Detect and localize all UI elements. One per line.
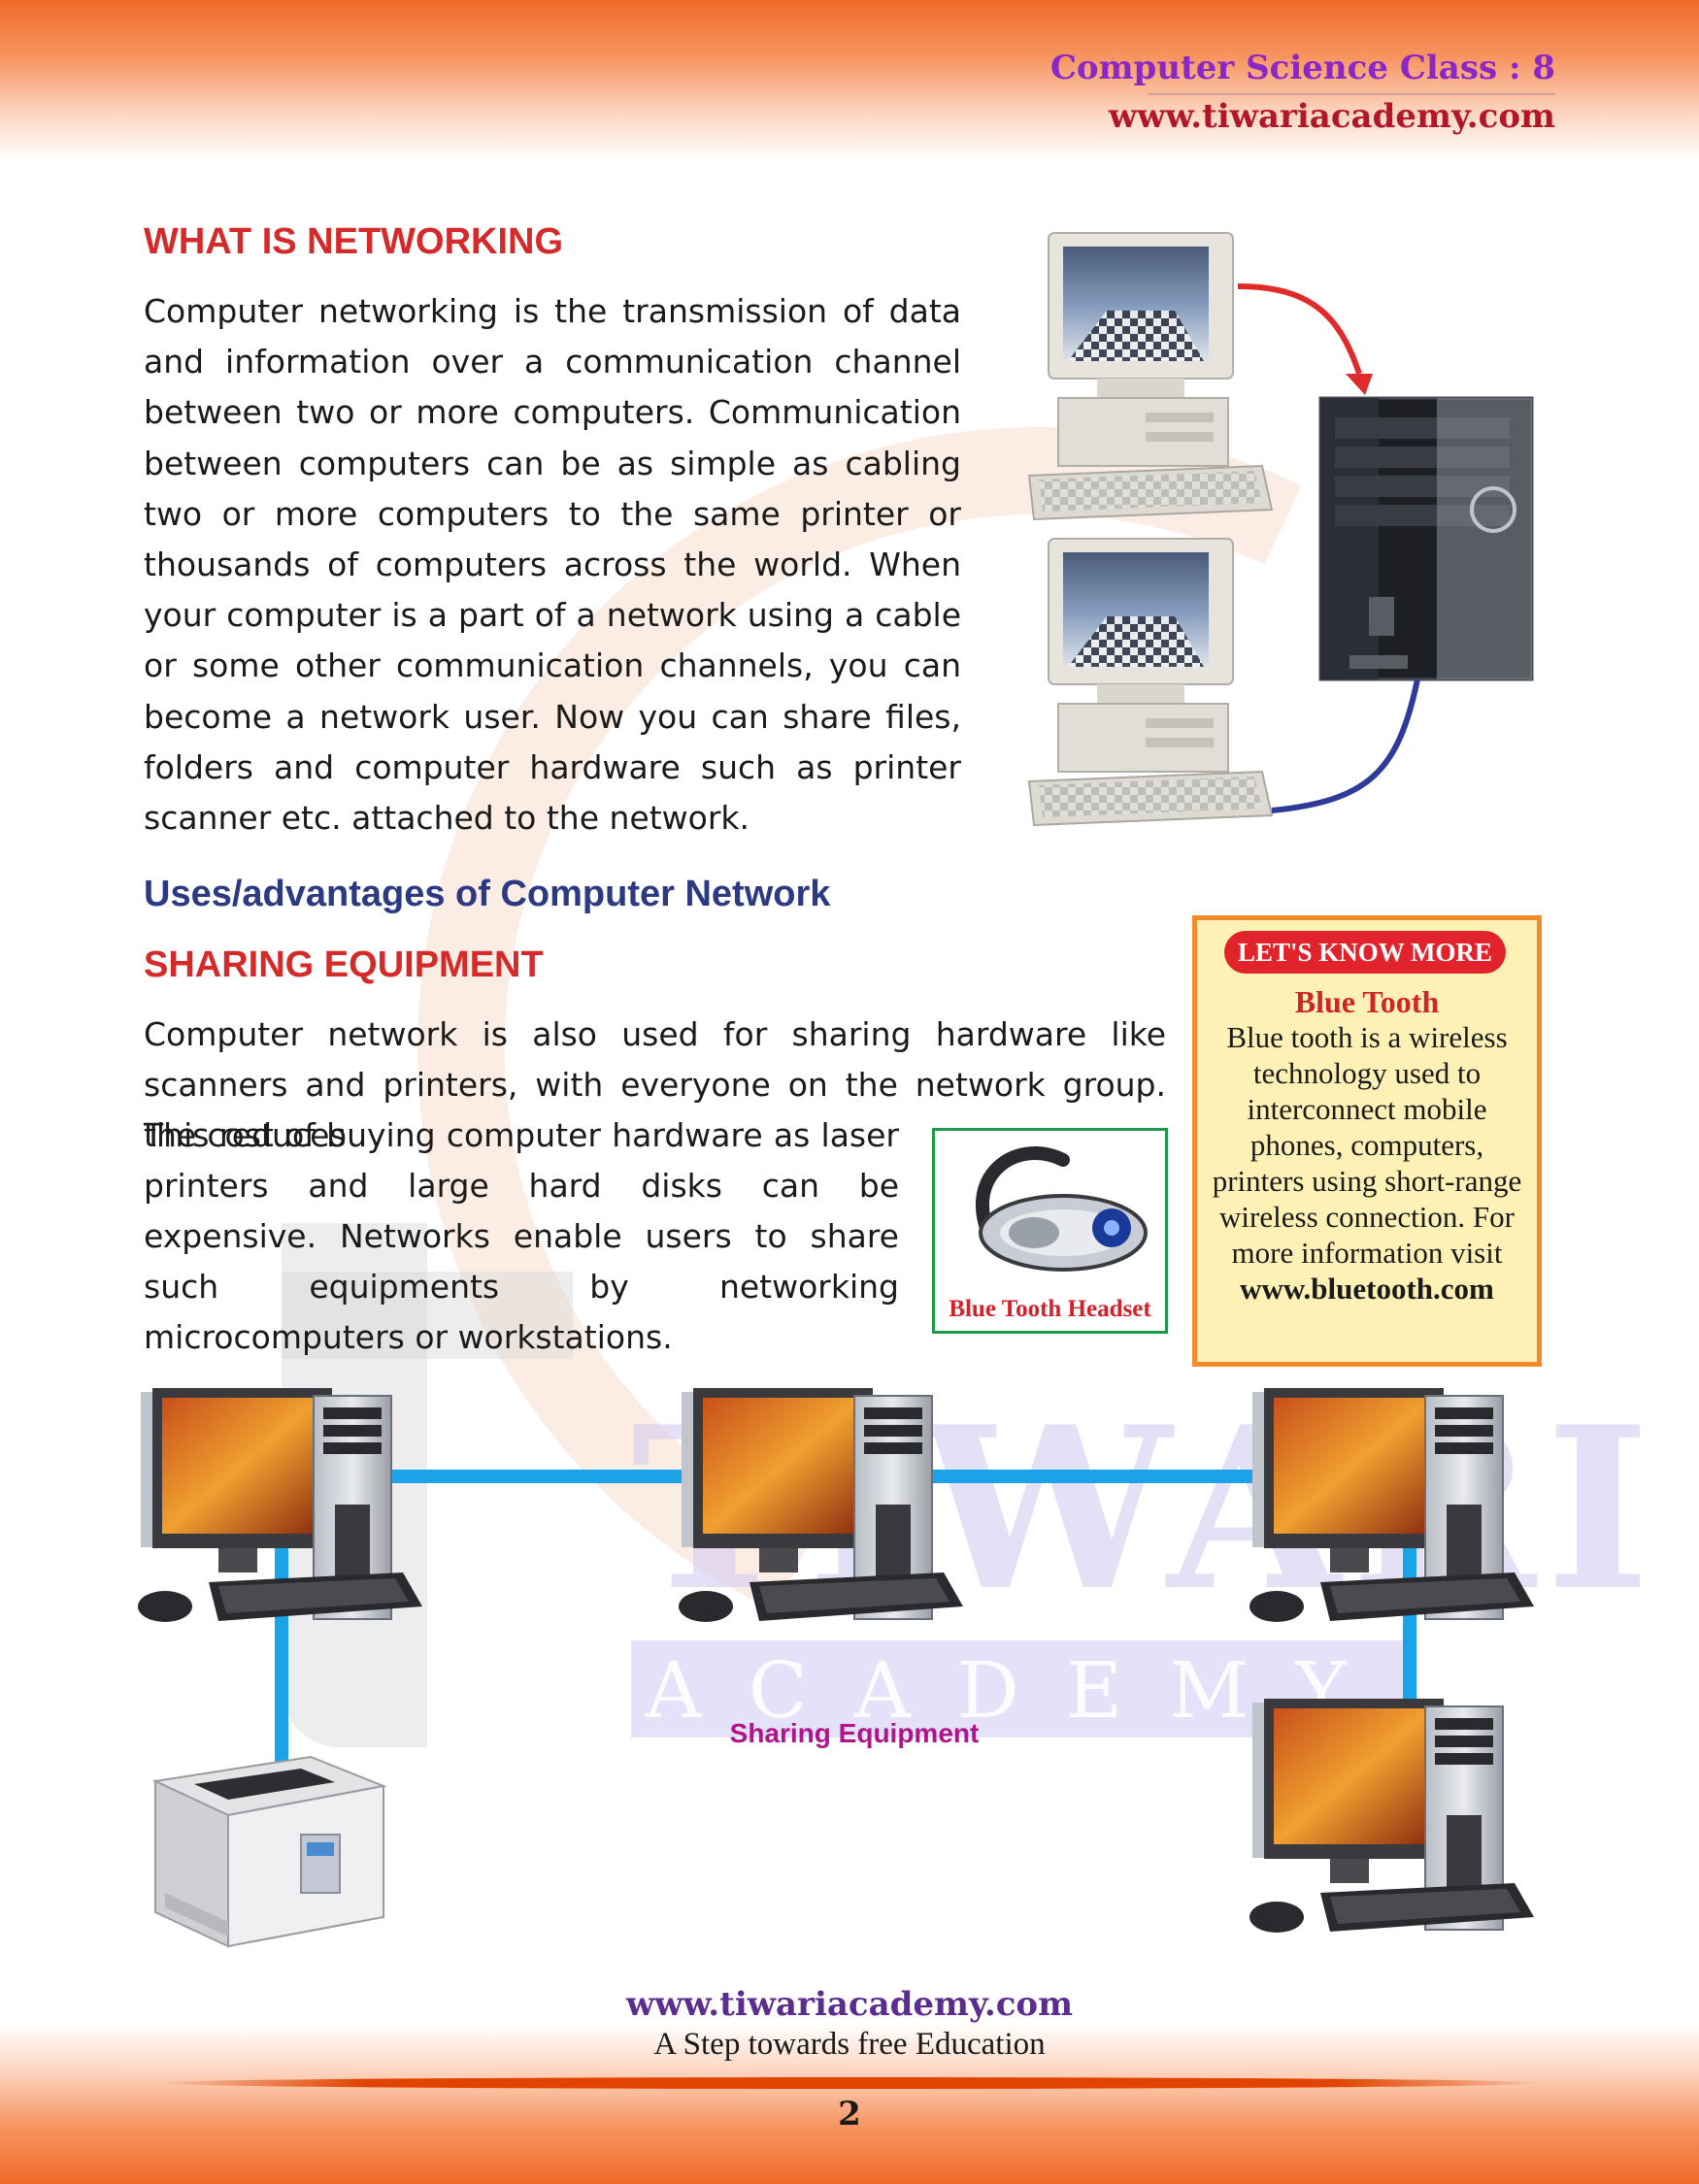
diagram-caption: Sharing Equipment xyxy=(729,1718,980,1748)
section-subheading-sharing: SHARING EQUIPMENT xyxy=(144,944,544,985)
networking-illustration xyxy=(1028,232,1534,826)
desktop-computer-icon xyxy=(137,1387,423,1623)
watermark-letter-bar xyxy=(282,1272,573,1359)
crt-computer-icon xyxy=(1028,232,1273,520)
network-cable xyxy=(1403,1543,1416,1708)
networking-paragraph: Computer networking is the transmission … xyxy=(144,292,961,838)
know-more-title: Blue Tooth xyxy=(1294,984,1440,1019)
header-divider xyxy=(1148,93,1555,95)
crt-computer-icon xyxy=(1028,538,1273,826)
sharing-paragraph-narrow: the cost of buying computer hardware as … xyxy=(144,1116,899,1356)
laser-printer-icon xyxy=(151,1755,387,1948)
desktop-computer-icon xyxy=(678,1387,964,1623)
sharing-paragraph-wide: Computer network is also used for sharin… xyxy=(144,1015,1166,1154)
know-more-text: Blue tooth is a wireless technology used… xyxy=(1212,1020,1522,1270)
bluetooth-caption: Blue Tooth Headset xyxy=(949,1296,1151,1322)
tower-case-icon xyxy=(1318,396,1534,681)
sharing-equipment-diagram xyxy=(137,1387,1535,1948)
header-band xyxy=(0,0,1699,160)
know-more-tag: LET'S KNOW MORE xyxy=(1224,931,1506,974)
header-title: Computer Science Class : 8 xyxy=(1049,49,1555,87)
know-more-box: LET'S KNOW MORE Blue Tooth Blue tooth is… xyxy=(1192,915,1542,1367)
bluetooth-headset-figure: Blue Tooth Headset xyxy=(932,1128,1168,1334)
footer-url[interactable]: www.tiwariacademy.com xyxy=(625,1985,1074,2024)
arrow-head xyxy=(1346,374,1373,395)
footer-band xyxy=(0,2024,1699,2184)
cable-line xyxy=(1271,678,1420,813)
desktop-computer-icon xyxy=(1249,1387,1535,1623)
footer-tagline: A Step towards free Education xyxy=(653,2027,1046,2062)
know-more-body: Blue tooth is a wireless technology used… xyxy=(1205,1019,1529,1307)
watermark-academy: ACADEMY xyxy=(646,1645,1394,1736)
bluetooth-headset-icon xyxy=(976,1146,1148,1272)
arrow-icon xyxy=(1237,283,1362,375)
section-heading-networking: WHAT IS NETWORKING xyxy=(144,221,564,262)
bluetooth-link[interactable]: www.bluetooth.com xyxy=(1240,1272,1494,1306)
section-heading-uses: Uses/advantages of Computer Network xyxy=(144,874,831,914)
page-number: 2 xyxy=(838,2095,861,2134)
footer-divider xyxy=(155,2077,1544,2089)
header-url[interactable]: www.tiwariacademy.com xyxy=(1108,97,1555,136)
